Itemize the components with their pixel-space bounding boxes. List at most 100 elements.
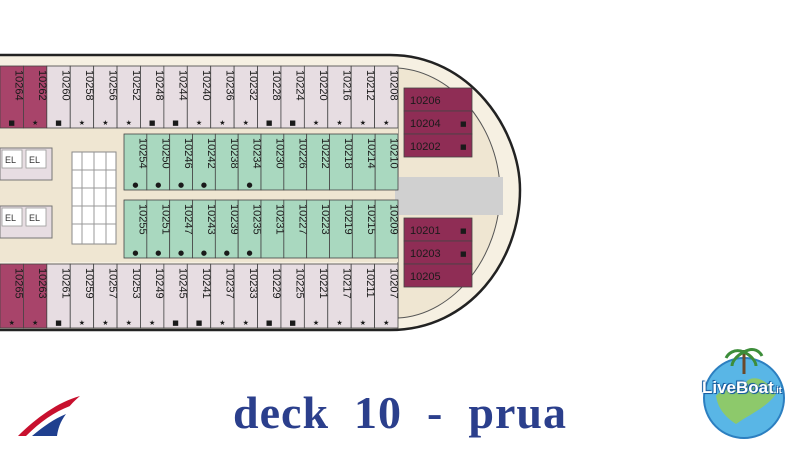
cabin-symbol: ● <box>247 181 253 189</box>
cabin-number: 10211 <box>364 268 376 298</box>
cabin-symbol: ★ <box>79 319 85 327</box>
cabin-number: 10260 <box>60 70 72 101</box>
cabin-10257: 10257★ <box>93 263 118 329</box>
cabin-number: 10227 <box>296 204 308 235</box>
cabin-10239: 10239● <box>214 199 240 259</box>
liveboat-text: LiveBoat.it <box>702 378 782 397</box>
cabin-10246: 10246● <box>169 133 194 191</box>
cabin-symbol: ★ <box>126 119 132 127</box>
cabin-number: 10237 <box>223 268 235 299</box>
cabin-number: 10216 <box>340 70 352 101</box>
cabin-10227: 10227 <box>283 199 308 259</box>
cabin-number: 10254 <box>136 138 148 169</box>
cabin-number: 10206 <box>410 95 441 107</box>
cabin-10265: 10265★ <box>0 263 25 329</box>
cabin-number: 10215 <box>365 204 377 235</box>
cabin-10250: 10250 ● <box>146 133 171 191</box>
cabin-10238: 10238 <box>214 133 240 191</box>
cabin-10263: 10263★ <box>23 263 48 329</box>
cabin-symbol: ■ <box>55 319 62 327</box>
cabin-symbol: ■ <box>289 119 296 127</box>
cabin-number: 10241 <box>200 268 212 299</box>
elevator-label: EL <box>5 155 16 165</box>
deck-caption: deck 10 - prua <box>233 387 567 438</box>
cabin-10251: 10251● <box>146 199 171 259</box>
cabin-number: 10201 <box>410 225 441 237</box>
cabin-symbol: ■ <box>55 119 62 127</box>
cabin-symbol: ★ <box>243 119 249 127</box>
cabin-symbol: ★ <box>102 119 108 127</box>
cabin-symbol: ★ <box>219 119 225 127</box>
cabin-symbol: ■ <box>172 319 179 327</box>
cabin-number: 10257 <box>106 268 118 299</box>
cabin-10205: 10205 <box>403 263 473 288</box>
cabin-10201: 10201 ■ <box>403 217 473 242</box>
cabin-10220: 10220★ <box>303 65 329 129</box>
cabin-number: 10264 <box>13 70 25 101</box>
cabin-10241: 10241■ <box>186 263 212 329</box>
cabin-10235: 10235● <box>237 199 263 259</box>
cabin-number: 10218 <box>342 138 354 169</box>
cabin-symbol: ★ <box>383 319 389 327</box>
cabin-number: 10202 <box>410 141 441 153</box>
cabin-10244: 10244■ <box>163 65 189 129</box>
cabin-symbol: ★ <box>243 319 249 327</box>
cabin-10221: 10221 ★ <box>303 263 329 329</box>
cabin-10256: 10256★ <box>93 65 118 129</box>
bow-divider <box>395 177 503 215</box>
cabin-10240: 10240★ <box>186 65 212 129</box>
liveboat-globe-logo: LiveBoat.it <box>696 344 792 444</box>
cabin-number: 10217 <box>340 268 352 299</box>
cabin-symbol: ● <box>201 249 207 257</box>
cabin-number: 10223 <box>319 204 331 235</box>
cabin-symbol: ★ <box>336 119 342 127</box>
cabin-symbol: ■ <box>266 119 273 127</box>
cabin-symbol: ★ <box>313 319 319 327</box>
elevator-label: EL <box>29 155 40 165</box>
cabin-10208: 10208★ <box>374 65 399 129</box>
cabin-10245: 10245■ <box>163 263 189 329</box>
cabin-number: 10221 <box>317 268 329 299</box>
cabin-number: 10249 <box>153 268 165 299</box>
cabin-10203: 10203■ <box>403 240 473 265</box>
cabin-number: 10242 <box>205 138 217 169</box>
cabin-number: 10230 <box>273 138 285 169</box>
cabin-symbol: ■ <box>460 120 467 128</box>
cabin-number: 10208 <box>387 70 399 101</box>
cabin-10234: 10234● <box>237 133 263 191</box>
cabin-10233: 10233★ <box>233 263 259 329</box>
cabin-10231: 10231 <box>260 199 285 259</box>
cabin-symbol: ● <box>132 249 138 257</box>
carnival-funnel-logo <box>18 396 80 436</box>
cabin-10223: 10223 <box>306 199 331 259</box>
elevator-1: EL <box>1 149 23 169</box>
elevator-2: EL <box>25 149 47 169</box>
cabin-symbol: ■ <box>172 119 179 127</box>
cabin-symbol: ■ <box>8 119 15 127</box>
cabin-10204: 10204 ■ <box>403 110 473 135</box>
cabin-symbol: ★ <box>196 119 202 127</box>
cabin-number: 10238 <box>228 138 240 169</box>
cabin-10228: 10228■ <box>257 65 282 129</box>
cabin-number: 10204 <box>410 118 441 130</box>
cabin-number: 10226 <box>296 138 308 169</box>
cabin-symbol: ● <box>155 181 161 189</box>
cabin-10253: 10253★ <box>116 263 142 329</box>
cabin-symbol: ■ <box>460 227 467 235</box>
cabin-symbol: ■ <box>460 143 467 151</box>
cabin-number: 10261 <box>60 268 72 299</box>
cabin-number: 10262 <box>36 70 48 101</box>
cabin-10206: 10206 <box>403 87 473 112</box>
cabin-10215: 10215 <box>351 199 377 259</box>
cabin-symbol: ● <box>247 249 253 257</box>
cabin-number: 10258 <box>83 70 95 101</box>
cabin-number: 10205 <box>410 271 441 283</box>
cabin-number: 10212 <box>364 70 376 101</box>
cabin-10225: 10225■ <box>280 263 306 329</box>
cabin-10210: 10210 <box>374 133 400 191</box>
cabin-10264: 10264 ■ <box>0 65 25 129</box>
cabin-10247: 10247● <box>169 199 194 259</box>
cabin-number: 10250 <box>159 138 171 169</box>
cabin-10218: 10218 <box>329 133 354 191</box>
cabin-10232: 10232★ <box>233 65 259 129</box>
